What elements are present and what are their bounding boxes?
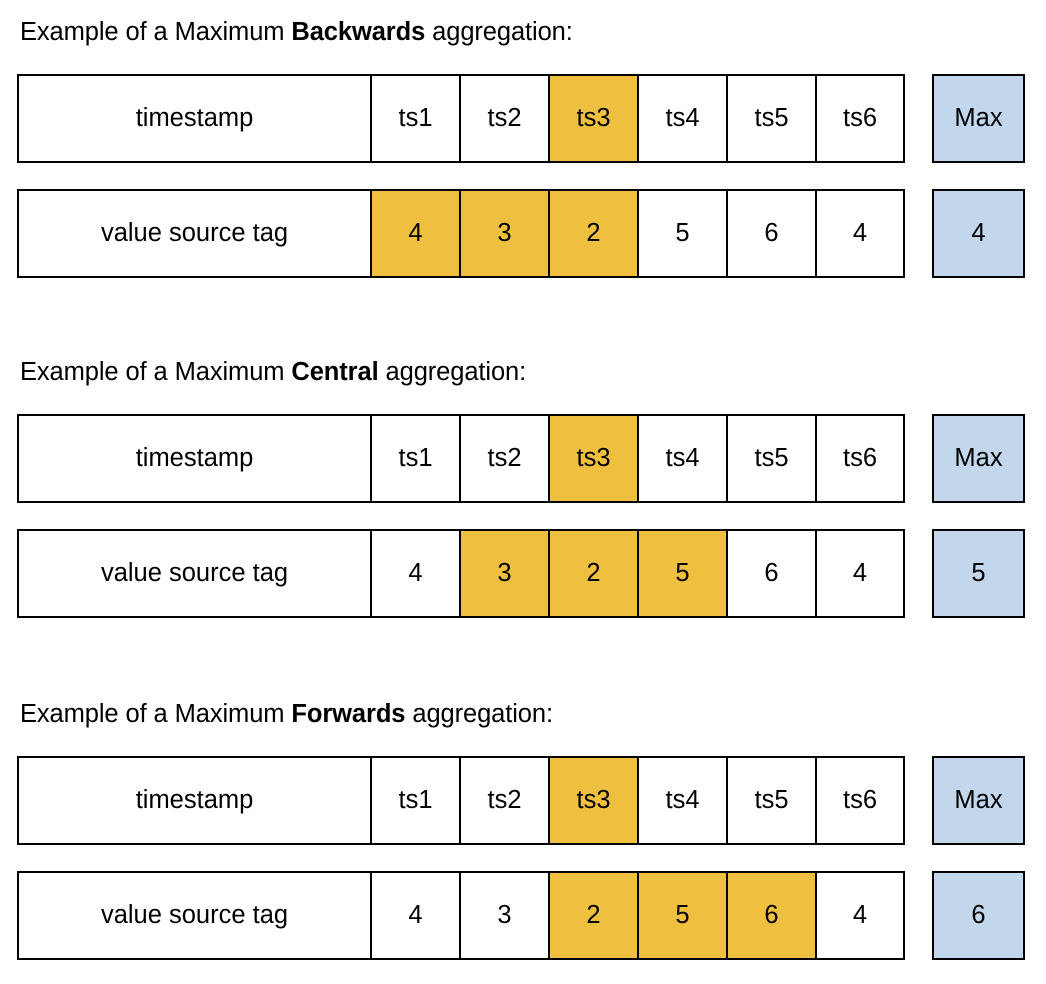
timestamp-cell-ts2: ts2 [459,758,548,843]
section-title-central: Example of a Maximum Central aggregation… [20,357,526,387]
timestamp-cell-ts2: ts2 [459,76,548,161]
title-keyword: Central [291,358,379,386]
title-suffix: aggregation: [405,700,553,728]
title-prefix: Example of a Maximum [20,358,292,386]
title-suffix: aggregation: [378,358,527,386]
max-value-cell: 5 [932,529,1025,618]
max-header-cell: Max [932,414,1025,503]
value-cell-ts4: 5 [637,531,726,616]
row-label-value-source-tag: value source tag [19,191,370,276]
timestamp-cell-ts4: ts4 [637,76,726,161]
section-title-forwards: Example of a Maximum Forwards aggregatio… [20,699,553,729]
value-cell-ts3: 2 [548,191,637,276]
timestamp-row: timestamp ts1 ts2 ts3 ts4 ts5 ts6 [17,74,905,163]
timestamp-cell-ts1: ts1 [370,416,459,501]
max-header-cell: Max [932,756,1025,845]
row-label-timestamp: timestamp [19,758,370,843]
value-cell-ts2: 3 [459,531,548,616]
timestamp-row: timestamp ts1 ts2 ts3 ts4 ts5 ts6 [17,756,905,845]
value-source-tag-row: value source tag 4 3 2 5 6 4 [17,529,905,618]
max-value-cell: 6 [932,871,1025,960]
title-prefix: Example of a Maximum [20,700,292,728]
value-cell-ts6: 4 [815,873,903,958]
max-value-cell: 4 [932,189,1025,278]
timestamp-row: timestamp ts1 ts2 ts3 ts4 ts5 ts6 [17,414,905,503]
timestamp-cell-ts1: ts1 [370,76,459,161]
value-cell-ts6: 4 [815,191,903,276]
value-source-tag-row: value source tag 4 3 2 5 6 4 [17,189,905,278]
timestamp-cell-ts5: ts5 [726,758,815,843]
value-cell-ts4: 5 [637,191,726,276]
value-cell-ts5: 6 [726,191,815,276]
value-cell-ts5: 6 [726,873,815,958]
title-keyword: Backwards [291,18,426,46]
timestamp-cell-ts3: ts3 [548,416,637,501]
value-cell-ts6: 4 [815,531,903,616]
timestamp-cell-ts4: ts4 [637,758,726,843]
value-cell-ts3: 2 [548,531,637,616]
timestamp-cell-ts5: ts5 [726,76,815,161]
value-cell-ts3: 2 [548,873,637,958]
row-label-value-source-tag: value source tag [19,531,370,616]
value-cell-ts1: 4 [370,873,459,958]
max-header-cell: Max [932,74,1025,163]
title-prefix: Example of a Maximum [20,18,292,46]
timestamp-cell-ts6: ts6 [815,416,903,501]
timestamp-cell-ts3: ts3 [548,76,637,161]
row-label-value-source-tag: value source tag [19,873,370,958]
value-cell-ts2: 3 [459,191,548,276]
timestamp-cell-ts6: ts6 [815,76,903,161]
timestamp-cell-ts3: ts3 [548,758,637,843]
timestamp-cell-ts1: ts1 [370,758,459,843]
timestamp-cell-ts6: ts6 [815,758,903,843]
timestamp-cell-ts4: ts4 [637,416,726,501]
timestamp-cell-ts5: ts5 [726,416,815,501]
value-cell-ts1: 4 [370,531,459,616]
section-title-backwards: Example of a Maximum Backwards aggregati… [20,17,573,47]
row-label-timestamp: timestamp [19,76,370,161]
value-cell-ts5: 6 [726,531,815,616]
value-cell-ts2: 3 [459,873,548,958]
value-cell-ts1: 4 [370,191,459,276]
value-cell-ts4: 5 [637,873,726,958]
value-source-tag-row: value source tag 4 3 2 5 6 4 [17,871,905,960]
timestamp-cell-ts2: ts2 [459,416,548,501]
title-suffix: aggregation: [425,18,573,46]
title-keyword: Forwards [291,700,406,728]
row-label-timestamp: timestamp [19,416,370,501]
